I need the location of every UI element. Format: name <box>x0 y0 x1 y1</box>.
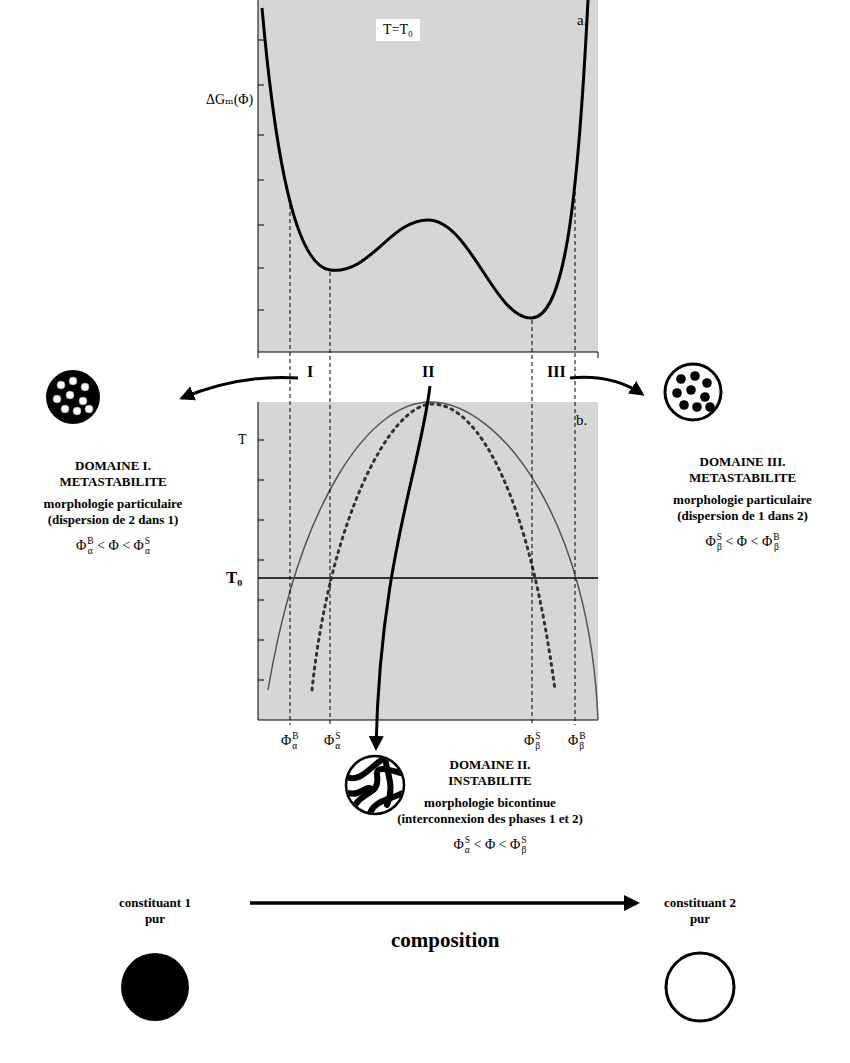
dispersed-particle <box>81 383 89 391</box>
dispersed-particle <box>69 377 77 385</box>
component-label: constituant 1 pur <box>117 895 193 927</box>
phase-circle <box>121 953 189 1021</box>
bicontinuous-strands <box>347 757 403 813</box>
domain-numeral: III <box>547 362 566 382</box>
composition-range: ΦβS < Φ < ΦβB <box>705 532 779 552</box>
axis-title: T <box>238 431 247 449</box>
composition-label: ΦβB <box>568 732 586 751</box>
pure-component-circle <box>666 953 734 1021</box>
axis-caption: composition <box>391 927 500 953</box>
dispersed-particle <box>702 378 712 388</box>
morphology-text: morphologie particulaire (dispersion de … <box>671 492 814 524</box>
axis-ticks <box>258 440 264 680</box>
dispersed-particle <box>53 395 61 403</box>
composition-range: ΦαB < Φ < ΦαS <box>76 536 150 556</box>
dispersed-particle <box>700 392 710 402</box>
panel-letter: a. <box>577 11 587 30</box>
axis-line <box>258 0 259 352</box>
text-column: constituant 2 pur <box>640 895 760 927</box>
domain-arrow <box>570 377 642 394</box>
dispersed-particle <box>61 405 69 413</box>
axis-title: ΔGₘ(Φ) <box>206 91 253 109</box>
matrix-circle <box>665 364 721 420</box>
axis-line <box>258 352 598 353</box>
dispersed-particle <box>79 397 87 405</box>
composition-label: ΦαS <box>324 732 341 751</box>
text-column: constituant 1 pur <box>60 895 250 927</box>
morphology-text: morphologie bicontinue (interconnexion d… <box>395 795 585 827</box>
morphology-text: morphologie particulaire (dispersion de … <box>42 496 185 528</box>
dispersed-particle <box>692 402 702 412</box>
dispersed-particle <box>676 374 686 384</box>
composition-guides <box>290 192 575 725</box>
matrix-circle <box>46 370 100 424</box>
dispersed-particle <box>686 385 696 395</box>
composition-arrow <box>250 895 640 911</box>
phase-domain: DOMAINE III. METASTABILITE morphologie pa… <box>640 360 845 565</box>
domain-numeral: I <box>307 362 313 382</box>
domain-heading: DOMAINE III. METASTABILITE <box>687 454 799 486</box>
component-label: constituant 2 pur <box>662 895 738 927</box>
dispersed-particle <box>672 388 682 398</box>
composition-label: ΦβS <box>524 732 541 751</box>
temperature-tag: T=T₀ <box>376 19 420 41</box>
panel-letter: b. <box>576 411 587 430</box>
free-energy-curve <box>262 0 588 318</box>
binodal-curve <box>268 402 598 720</box>
phase-domain: DOMAINE I. METASTABILITE morphologie part… <box>8 362 218 567</box>
dispersed-particle <box>705 402 715 412</box>
domain-arrow <box>182 377 298 398</box>
dispersed-particle <box>73 407 81 415</box>
text-column: DOMAINE III. METASTABILITE morphologie pa… <box>640 454 845 552</box>
temperature-line <box>258 577 598 579</box>
phase-circle <box>665 364 721 420</box>
plot-ground <box>258 0 598 352</box>
axis-line <box>258 402 259 720</box>
dispersed-particle <box>679 400 689 410</box>
phase-domain: DOMAINE II. INSTABILITE morphologie bicon… <box>335 755 625 865</box>
dispersed-particle <box>690 371 700 381</box>
phase-circle <box>346 756 404 814</box>
phase-domain: constituant 1 pur <box>60 895 250 1025</box>
phase-domain: constituant 2 pur <box>640 895 760 1025</box>
plot-ground <box>258 402 598 720</box>
text-column: DOMAINE I. METASTABILITE morphologie part… <box>8 458 218 556</box>
domain-numeral: II <box>422 362 434 382</box>
bicontinue-circle <box>346 756 404 814</box>
temperature-label: T₀ <box>226 567 242 588</box>
spinodal-curve <box>312 404 555 690</box>
text-column: DOMAINE II. INSTABILITE morphologie bicon… <box>365 757 615 855</box>
dispersed-particle <box>66 391 74 399</box>
dispersed-particle <box>57 381 65 389</box>
dispersed-particle <box>85 405 93 413</box>
phase-circle <box>666 953 734 1021</box>
axis-line <box>258 720 598 721</box>
domain-heading: DOMAINE I. METASTABILITE <box>57 458 169 490</box>
composition-range: ΦαS < Φ < ΦβS <box>453 835 526 855</box>
composition-label: ΦαB <box>281 732 299 751</box>
pure-component-circle <box>121 953 189 1021</box>
domain-arrow <box>376 386 430 748</box>
phase-circle <box>46 370 100 424</box>
domain-heading: DOMAINE II. INSTABILITE <box>446 757 534 789</box>
axis-ticks <box>258 40 598 358</box>
